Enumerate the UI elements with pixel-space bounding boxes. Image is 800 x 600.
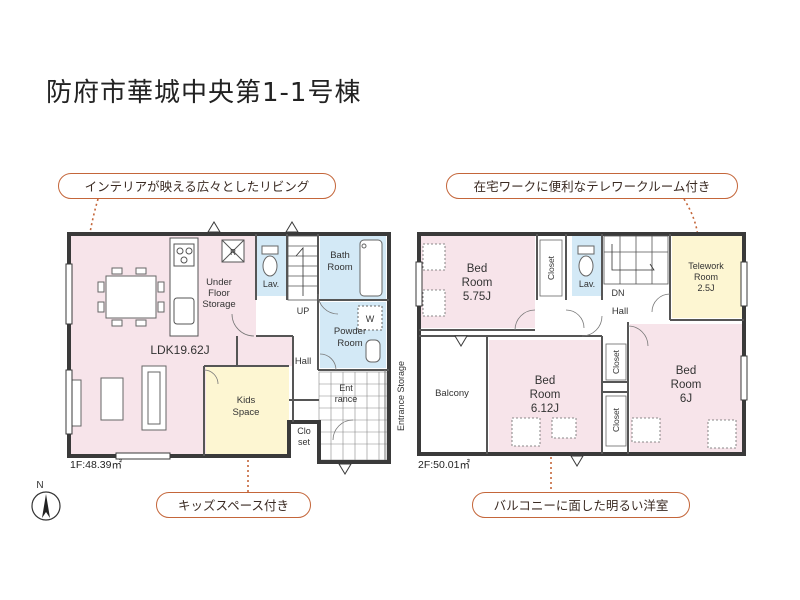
bed2-fill (489, 340, 601, 452)
callout-telework: 在宅ワークに便利なテレワークルーム付き (446, 173, 738, 199)
compass-icon (31, 491, 61, 521)
label-washer: W (366, 314, 375, 324)
beds (422, 243, 737, 449)
label-bed2-1: Bed (535, 375, 555, 387)
label-balcony: Balcony (435, 388, 469, 399)
label-dn: DN (612, 288, 625, 298)
label-hall-1f: Hall (295, 356, 311, 367)
sofa (70, 365, 167, 431)
bathtub (359, 239, 383, 297)
label-bed3-1: Bed (676, 365, 696, 377)
label-under-floor-1: Under (206, 277, 232, 288)
callout-kids: キッズスペース付き (156, 492, 311, 518)
telework-fill (672, 236, 742, 318)
label-bed3-3: 6J (680, 393, 692, 405)
floor1-area-label: 1F:48.39㎡ (70, 459, 122, 471)
label-bath-2: Room (327, 262, 352, 273)
label-closet-2f-a: Closet (546, 255, 556, 280)
label-bed1-3: 5.75J (463, 291, 491, 303)
label-bed1-2: Room (462, 277, 493, 289)
label-bed2-2: Room (530, 389, 561, 401)
label-powder-2: Room (337, 338, 362, 349)
entrance-tiles (318, 371, 388, 461)
label-telework-3: 2.5J (697, 283, 714, 293)
label-powder-1: Powder (334, 326, 366, 337)
label-closet-1f-1: Clo (297, 426, 311, 436)
toilet-2f (577, 245, 595, 277)
doors-2f (514, 293, 671, 347)
label-lav-1f: Lav. (263, 279, 279, 289)
label-closet-2f-c: Closet (611, 407, 621, 432)
windows-1f (65, 263, 171, 460)
kitchen-counter (169, 237, 245, 337)
label-kids-2: Space (233, 407, 260, 418)
label-ldk: LDK19.62J (150, 343, 209, 357)
label-under-floor-3: Storage (202, 299, 235, 310)
label-up: UP (297, 306, 310, 316)
label-bed2-3: 6.12J (531, 403, 559, 415)
page-title: 防府市華城中央第1-1号棟 (46, 78, 362, 108)
washer (357, 305, 383, 363)
floor2-interior-walls (419, 234, 744, 454)
label-under-floor-2: Floor (208, 288, 230, 299)
label-hall-2f: Hall (612, 306, 628, 317)
toilet-1f (261, 245, 279, 277)
label-entrance-storage: Entrance Storage (396, 361, 406, 431)
floor2-area-label: 2F:50.01㎡ (418, 459, 470, 471)
stairs-up (287, 235, 319, 301)
kids-space-fill (206, 366, 289, 454)
callout-balcony: バルコニーに面した明るい洋室 (472, 492, 690, 518)
label-fridge: R (230, 248, 236, 257)
label-closet-1f-2: set (298, 437, 311, 447)
label-entrance-1: Ent (339, 383, 353, 393)
dining-table (97, 267, 165, 327)
stairs-down (603, 235, 669, 285)
label-bath-1: Bath (330, 250, 350, 261)
label-telework-1: Telework (688, 261, 724, 271)
label-entrance-2: rance (335, 394, 358, 404)
floor1-plan: LDK19.62J Under Floor Storage R Lav. Bat… (65, 221, 406, 475)
windows-2f (415, 261, 748, 401)
floor2-walls (417, 232, 746, 456)
label-bed3-2: Room (671, 379, 702, 391)
label-kids-1: Kids (237, 395, 256, 406)
compass-label: N (36, 480, 43, 491)
label-closet-2f-b: Closet (611, 349, 621, 374)
ldk-fill-mid (237, 336, 293, 366)
label-lav-2f: Lav. (579, 279, 595, 289)
closets-2f (539, 239, 627, 447)
label-bed1-1: Bed (467, 263, 487, 275)
window-markers-2f (454, 335, 584, 467)
callout-ldk: インテリアが映える広々としたリビング (58, 173, 336, 199)
floor2-plan: Bed Room 5.75J Closet Lav. DN Hall Telew… (415, 232, 748, 467)
window-markers-1f (207, 221, 352, 475)
label-telework-2: Room (694, 272, 718, 282)
doors-1f (203, 293, 354, 441)
